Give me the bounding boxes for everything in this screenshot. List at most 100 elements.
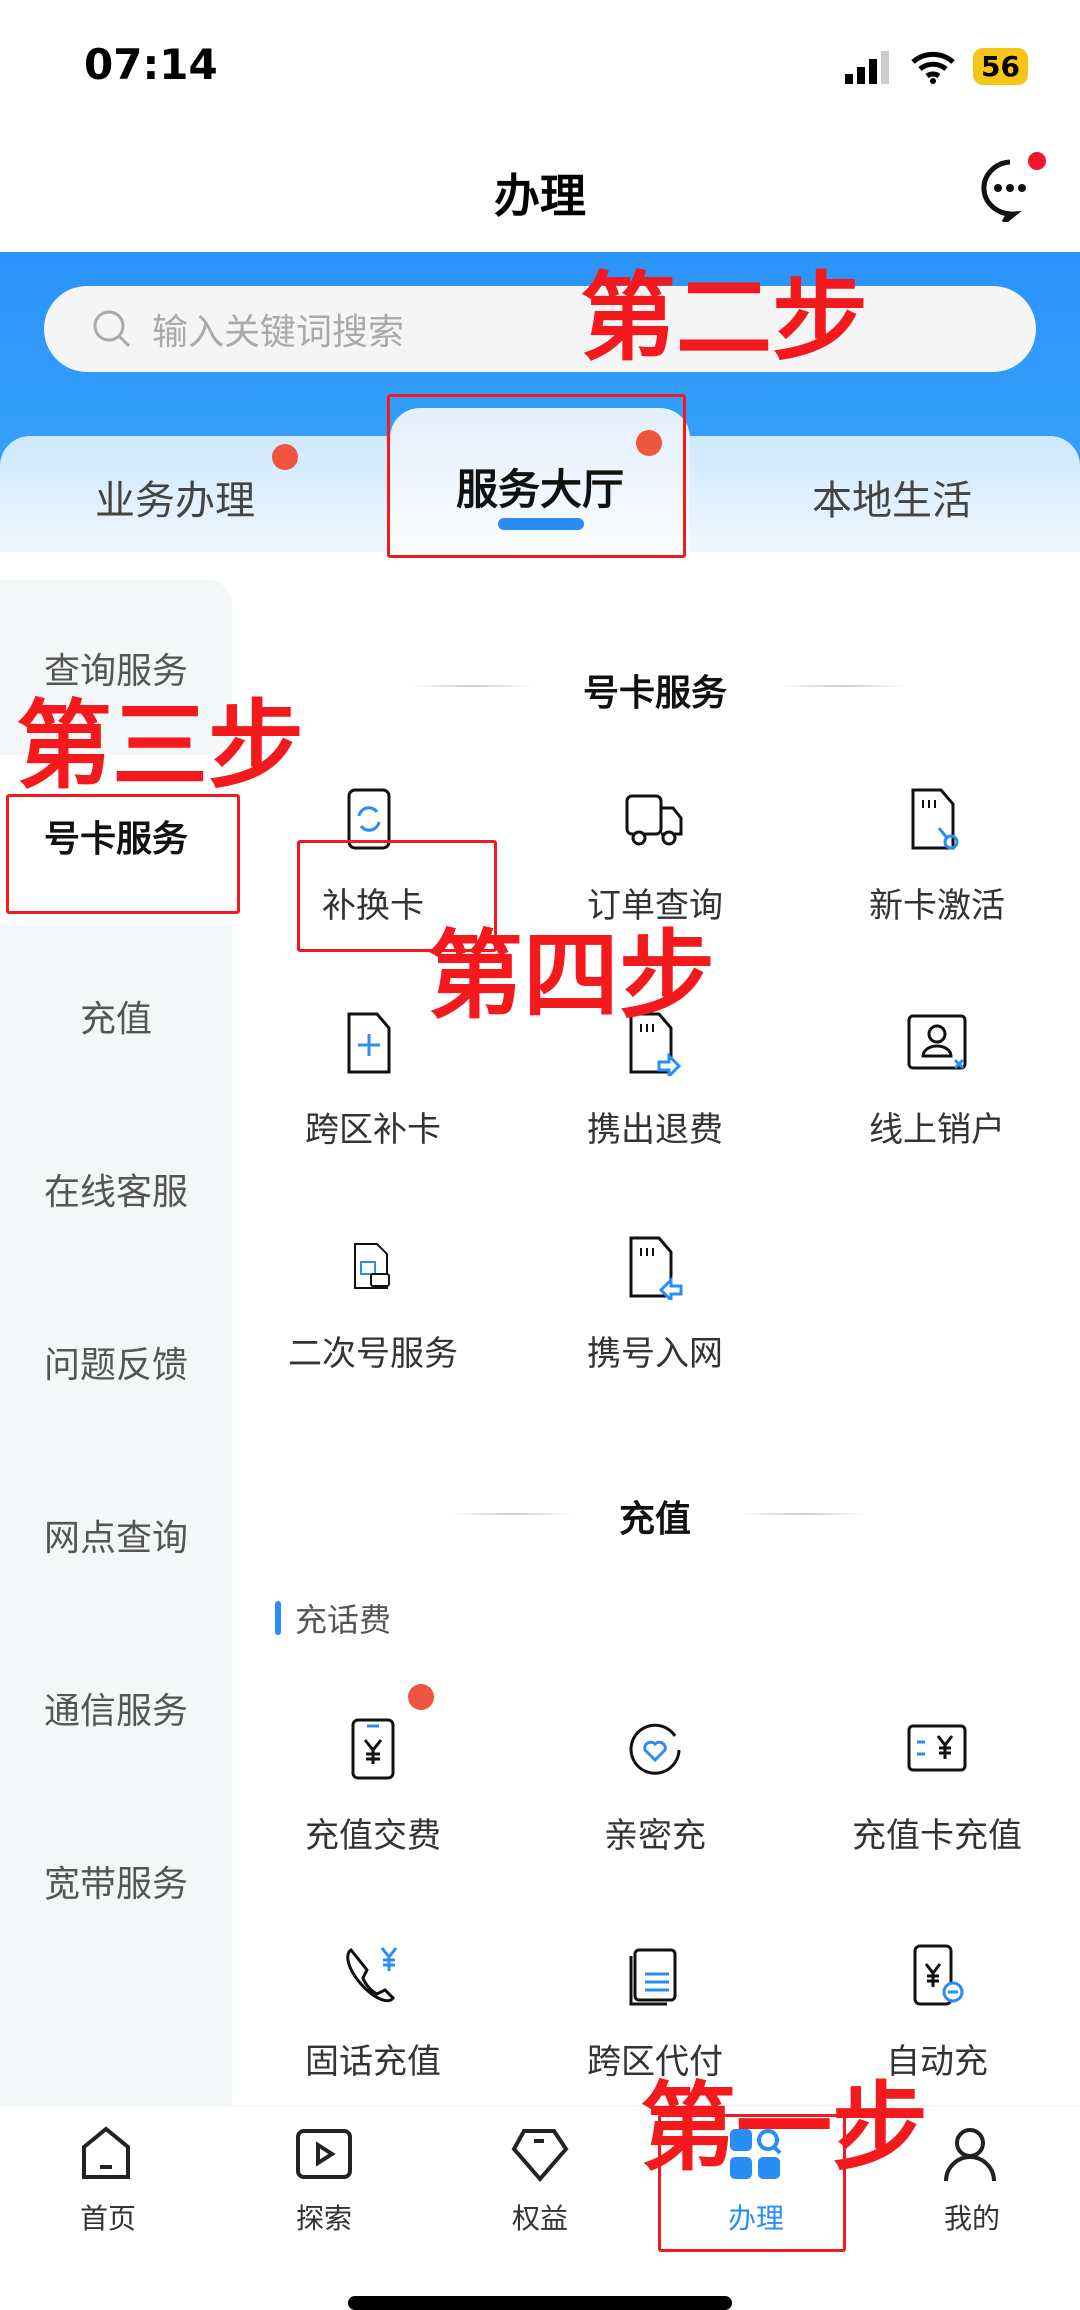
auto-recharge-icon: [913, 1944, 964, 2006]
sidebar-item-outlets[interactable]: 网点查询: [43, 1518, 188, 1559]
service-label: 充值卡充值: [852, 1816, 1022, 1856]
truck-icon: [625, 794, 683, 846]
annotation-step2: 第二步: [580, 262, 868, 374]
sidebar-item-recharge[interactable]: 充值: [79, 999, 152, 1040]
proxy-pay-icon: [629, 1948, 677, 2006]
section-title-card: 号卡服务: [582, 673, 727, 714]
sim-key-icon: [911, 788, 959, 850]
service-auto-recharge[interactable]: 自动充: [797, 1942, 1077, 2083]
service-sim-in[interactable]: 携号入网: [515, 1234, 795, 1375]
nav-label: 我的: [943, 2202, 1000, 2235]
service-label: 携号入网: [587, 1334, 723, 1374]
user-icon: [944, 2128, 996, 2182]
sidebar-item-online-service[interactable]: 在线客服: [43, 1172, 188, 1213]
service-label: 跨区补卡: [305, 1110, 441, 1150]
sidebar-item-card[interactable]: 号卡服务: [0, 755, 232, 925]
nav-label: 探索: [295, 2202, 352, 2235]
service-card-yuan[interactable]: 充值卡充值: [797, 1716, 1077, 1857]
tab-label: 服务大厅: [455, 465, 624, 514]
message-icon: [981, 159, 1026, 224]
nav-grid-search[interactable]: 办理: [686, 2125, 826, 2237]
nav-label: 权益: [511, 2202, 568, 2235]
message-button[interactable]: [978, 152, 1046, 224]
badge-dot: [636, 430, 662, 456]
sim-in-icon: [629, 1236, 683, 1300]
annotation-box-swap: [297, 840, 497, 952]
home-icon: [82, 2126, 130, 2179]
service-user-cancel[interactable]: 线上销户: [797, 1010, 1077, 1151]
notification-dot: [1028, 152, 1046, 170]
diamond-icon: [511, 2129, 569, 2183]
annotation-box-sidebar: [6, 794, 240, 914]
service-label: 跨区代付: [587, 2042, 723, 2082]
grid-search-icon: [730, 2129, 782, 2179]
tab-business[interactable]: 业务办理: [95, 478, 255, 524]
nav-play[interactable]: 探索: [254, 2125, 394, 2237]
nav-user[interactable]: 我的: [902, 2125, 1042, 2237]
search-placeholder: 输入关键词搜索: [152, 312, 405, 353]
service-phone-yuan[interactable]: 充值交费: [233, 1716, 513, 1857]
battery-level: 56: [973, 48, 1028, 85]
divider: [740, 1513, 865, 1515]
nav-label: 办理: [727, 2202, 784, 2235]
home-indicator: [348, 2296, 732, 2310]
service-heart-refresh[interactable]: 亲密充: [515, 1716, 795, 1857]
search-input[interactable]: 输入关键词搜索: [44, 286, 1036, 372]
subsection-title: 充话费: [275, 1595, 391, 1641]
sidebar-item-query[interactable]: 查询服务: [43, 651, 188, 692]
annotation-box-nav: [658, 2114, 846, 2252]
sidebar-item-feedback[interactable]: 问题反馈: [43, 1345, 188, 1386]
badge-dot: [408, 1684, 434, 1710]
nav-diamond[interactable]: 权益: [470, 2125, 610, 2237]
wifi-icon: [911, 51, 955, 84]
signal-icon: [845, 50, 890, 84]
service-label: 补换卡: [322, 886, 424, 926]
service-label: 亲密充: [604, 1816, 706, 1856]
service-label: 二次号服务: [288, 1334, 458, 1374]
service-telephone-yuan[interactable]: 固话充值: [233, 1942, 513, 2083]
page-title: 办理: [494, 169, 586, 223]
nav-home[interactable]: 首页: [38, 2125, 178, 2237]
tab-service-hall[interactable]: 服务大厅: [390, 408, 690, 554]
bottom-nav: [0, 2105, 1080, 2307]
section-title-recharge: 充值: [618, 1499, 691, 1540]
sidebar-item-broadband[interactable]: 宽带服务: [43, 1864, 188, 1905]
annotation-step1: 第一步: [640, 2072, 928, 2184]
play-icon: [296, 2129, 352, 2179]
heart-refresh-icon: [629, 1723, 681, 1775]
subsection-label: 充话费: [295, 1601, 392, 1639]
service-app-lock[interactable]: 二次号服务: [233, 1234, 513, 1375]
service-label: 携出退费: [587, 1110, 723, 1150]
service-sim-out[interactable]: 携出退费: [515, 1010, 795, 1151]
app-lock-icon: [354, 1243, 390, 1289]
service-label: 新卡激活: [869, 886, 1005, 926]
service-proxy-pay[interactable]: 跨区代付: [515, 1942, 795, 2083]
nav-label: 首页: [79, 2202, 136, 2235]
divider: [450, 1513, 575, 1515]
service-sim-add[interactable]: 跨区补卡: [233, 1010, 513, 1151]
user-cancel-icon: [907, 1014, 967, 1070]
divider: [780, 685, 905, 687]
service-sim-swap[interactable]: 补换卡: [233, 786, 513, 927]
status-icons: 56: [845, 48, 1028, 85]
telephone-yuan-icon: [346, 1947, 398, 2003]
sidebar-item-telecom[interactable]: 通信服务: [43, 1691, 188, 1732]
service-label: 自动充: [886, 2042, 988, 2082]
badge-dot: [272, 444, 298, 470]
accent-bar: [275, 1601, 281, 1635]
annotation-step4: 第四步: [427, 920, 715, 1032]
sim-out-icon: [629, 1012, 682, 1076]
service-label: 订单查询: [587, 886, 723, 926]
tab-indicator: [498, 518, 584, 530]
service-sim-key[interactable]: 新卡激活: [797, 786, 1077, 927]
tab-local-life[interactable]: 本地生活: [812, 478, 972, 524]
sim-add-icon: [347, 1012, 391, 1074]
service-label: 充值交费: [305, 1816, 441, 1856]
phone-yuan-icon: [351, 1718, 395, 1780]
service-label: 线上销户: [869, 1110, 1005, 1150]
status-time: 07:14: [84, 40, 218, 89]
search-icon: [93, 310, 131, 348]
service-truck[interactable]: 订单查询: [515, 786, 795, 927]
sim-swap-icon: [347, 788, 391, 850]
divider: [410, 685, 535, 687]
